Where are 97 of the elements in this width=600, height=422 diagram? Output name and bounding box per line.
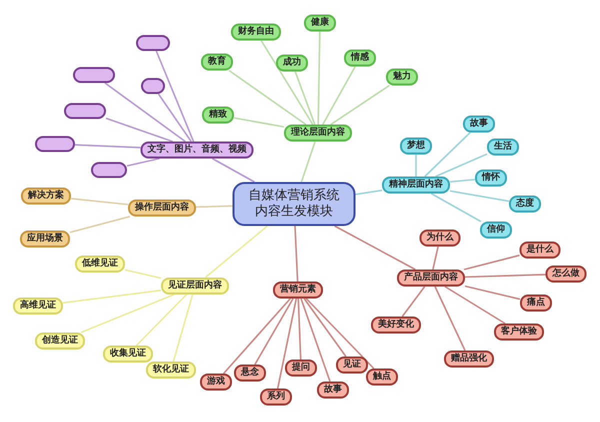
topic-box: 为什么 (420, 230, 460, 246)
topic-box: 悬念 (234, 364, 266, 382)
connector-line (260, 40, 314, 125)
connector-line (306, 298, 374, 370)
connector-line (415, 154, 417, 176)
connector-line (172, 294, 194, 362)
connector-line (435, 153, 488, 178)
connector-line (430, 192, 482, 222)
connector-line (62, 290, 162, 304)
topic-box: 成功 (276, 54, 308, 72)
connector-line (300, 141, 316, 182)
empty-topic-box (136, 35, 170, 51)
topic-box: 美好变化 (371, 316, 421, 334)
topic-box: 生活 (487, 138, 519, 156)
connector-line (298, 298, 302, 360)
topic-box: 创造见证 (35, 332, 85, 350)
topic-box: 产品层面内容 (397, 270, 465, 286)
connector-line (434, 286, 466, 351)
topic-box: 客户体验 (494, 324, 544, 340)
connector-line (355, 190, 382, 196)
connector-line (317, 31, 321, 125)
topic-box: 系列 (260, 388, 292, 406)
topic-box: 应用场景 (20, 230, 70, 248)
topic-box: 提问 (285, 360, 317, 376)
connector-line (402, 286, 426, 317)
connector-line (204, 225, 268, 278)
topic-box: 精神层面内容 (382, 176, 450, 194)
connector-line (464, 254, 520, 270)
connector-line (212, 158, 255, 183)
topic-box: 文字、图片、音频、视频 (140, 142, 254, 158)
connector-line (80, 294, 174, 334)
topic-box: 故事 (463, 116, 495, 132)
connector-line (228, 70, 306, 126)
topic-box: 财务自由 (231, 24, 281, 40)
topic-box: 情怀 (475, 170, 507, 186)
connector-line (74, 144, 141, 148)
connector-line (450, 178, 476, 183)
connector-line (156, 50, 194, 142)
empty-topic-box (35, 136, 75, 152)
topic-box: 健康 (304, 14, 336, 32)
topic-box: 高维见证 (13, 298, 63, 314)
topic-box: 梦想 (400, 138, 432, 154)
topic-box: 情感 (344, 50, 376, 66)
connector-line (196, 205, 233, 208)
connector-line (330, 84, 390, 126)
connector-line (424, 132, 471, 178)
topic-box: 赠品强化 (444, 350, 494, 368)
connector-line (254, 298, 294, 365)
topic-box: 见证层面内容 (161, 278, 229, 294)
topic-box: 解决方案 (21, 188, 71, 204)
topic-box: 是什么 (520, 242, 560, 258)
topic-box: 怎么做 (546, 266, 586, 282)
topic-box: 收集见证 (103, 346, 153, 362)
connector-line (300, 298, 331, 382)
connector-line (294, 71, 316, 125)
topic-text: 自媒体营销系统 (248, 188, 340, 204)
connector-line (158, 94, 192, 142)
topic-box: 见证 (336, 356, 368, 374)
topic-box: 低维见证 (75, 256, 125, 272)
connector-line (334, 225, 416, 270)
connector-line (136, 294, 188, 346)
connector-line (106, 118, 173, 142)
connector-line (234, 117, 284, 128)
topic-box: 故事 (317, 382, 349, 398)
topic-box: 触点 (366, 368, 398, 386)
topic-box: 痛点 (520, 294, 552, 312)
topic-box: 信仰 (480, 222, 512, 238)
connector-line (464, 274, 546, 278)
topic-text: 内容生发模块 (254, 204, 334, 220)
connector-line (124, 269, 162, 279)
topic-box: 营销元素 (273, 282, 323, 298)
connector-line (276, 298, 298, 389)
connector-line (126, 158, 160, 167)
empty-topic-box (141, 78, 165, 94)
connector-line (450, 190, 510, 202)
connector-line (104, 82, 186, 142)
connector-line (464, 285, 520, 300)
central-topic-box (232, 182, 356, 226)
connector-line (432, 246, 439, 270)
topic-box: 魅力 (386, 68, 418, 86)
topic-box: 理论层面内容 (284, 124, 352, 142)
empty-topic-box (64, 103, 106, 119)
topic-box: 操作层面内容 (128, 200, 196, 216)
empty-topic-box (73, 67, 115, 83)
connector-line (70, 216, 130, 234)
topic-box: 精致 (202, 106, 234, 124)
connector-line (223, 298, 291, 374)
topic-box: 游戏 (200, 374, 232, 390)
empty-topic-box (91, 162, 127, 178)
connector-line (322, 66, 356, 125)
topic-box: 软化见证 (146, 362, 196, 378)
connector-line (294, 226, 298, 282)
topic-box: 教育 (201, 54, 233, 70)
connector-line (444, 286, 506, 324)
topic-box: 态度 (509, 196, 541, 212)
connector-line (303, 298, 347, 357)
connector-line (70, 198, 128, 206)
